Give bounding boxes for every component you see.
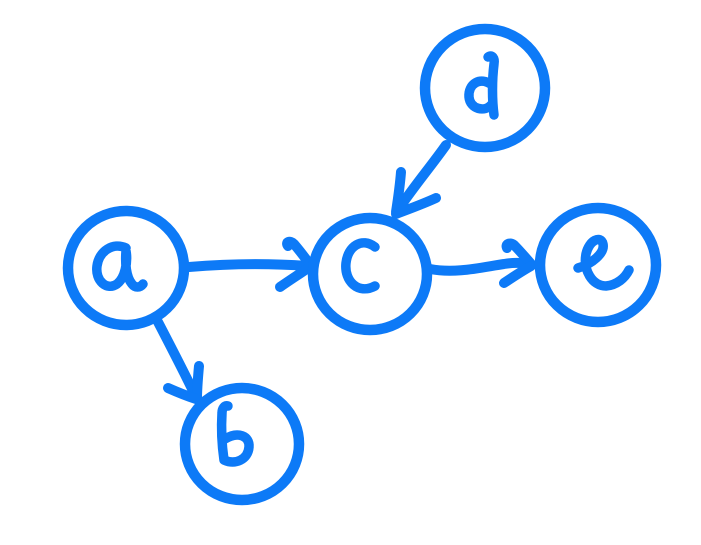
node-label-b [216, 401, 254, 467]
arrowhead-barb-a-c-0 [282, 236, 316, 271]
node-circle-e [534, 202, 662, 328]
edge-a-to-b [153, 317, 204, 404]
edge-line-a-c [184, 259, 312, 272]
arrowhead-barb-d-c-1 [391, 193, 441, 219]
arrowhead-barb-a-b-1 [163, 383, 201, 404]
node-b: b [179, 382, 305, 506]
node-label-d [464, 51, 499, 120]
edge-line-d-c [393, 140, 451, 215]
edge-c-to-e [425, 238, 537, 288]
edge-a-to-c [184, 236, 316, 292]
node-e: e [534, 202, 662, 328]
arrowhead-barb-d-c-0 [391, 167, 406, 217]
arrowhead-barb-c-e-1 [499, 261, 536, 288]
node-label-a [92, 241, 148, 292]
node-a: a [62, 205, 190, 331]
node-label-e [573, 234, 634, 291]
node-c: c [307, 212, 433, 336]
node-circle-a [62, 205, 190, 331]
node-circle-c [307, 212, 433, 336]
arrowhead-barb-c-e-0 [501, 238, 537, 270]
arrowhead-barb-a-b-0 [192, 361, 204, 403]
node-label-c [341, 238, 380, 294]
node-circle-d [419, 23, 551, 153]
node-circle-b [179, 382, 305, 506]
edge-d-to-c [391, 140, 451, 219]
node-d: d [419, 23, 551, 153]
